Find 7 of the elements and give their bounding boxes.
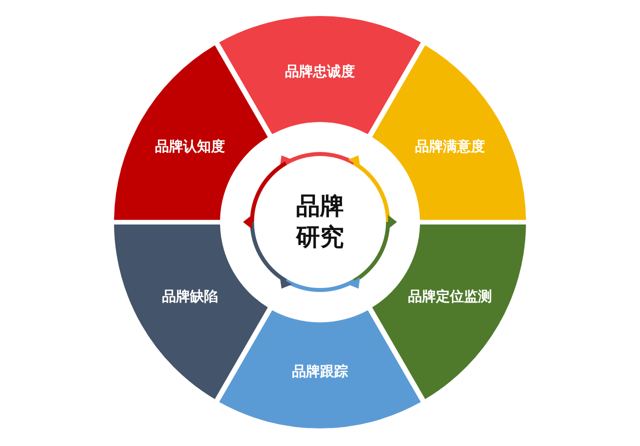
hub-title: 品牌研究 — [294, 190, 345, 253]
segment-label: 品牌定位监测 — [408, 288, 492, 306]
segment-label: 品牌满意度 — [414, 138, 485, 156]
segment-label: 品牌认知度 — [155, 138, 226, 156]
segment-label: 品牌忠诚度 — [285, 63, 355, 81]
segment-label: 品牌跟踪 — [292, 362, 348, 381]
segment-label: 品牌缺陷 — [162, 288, 218, 306]
